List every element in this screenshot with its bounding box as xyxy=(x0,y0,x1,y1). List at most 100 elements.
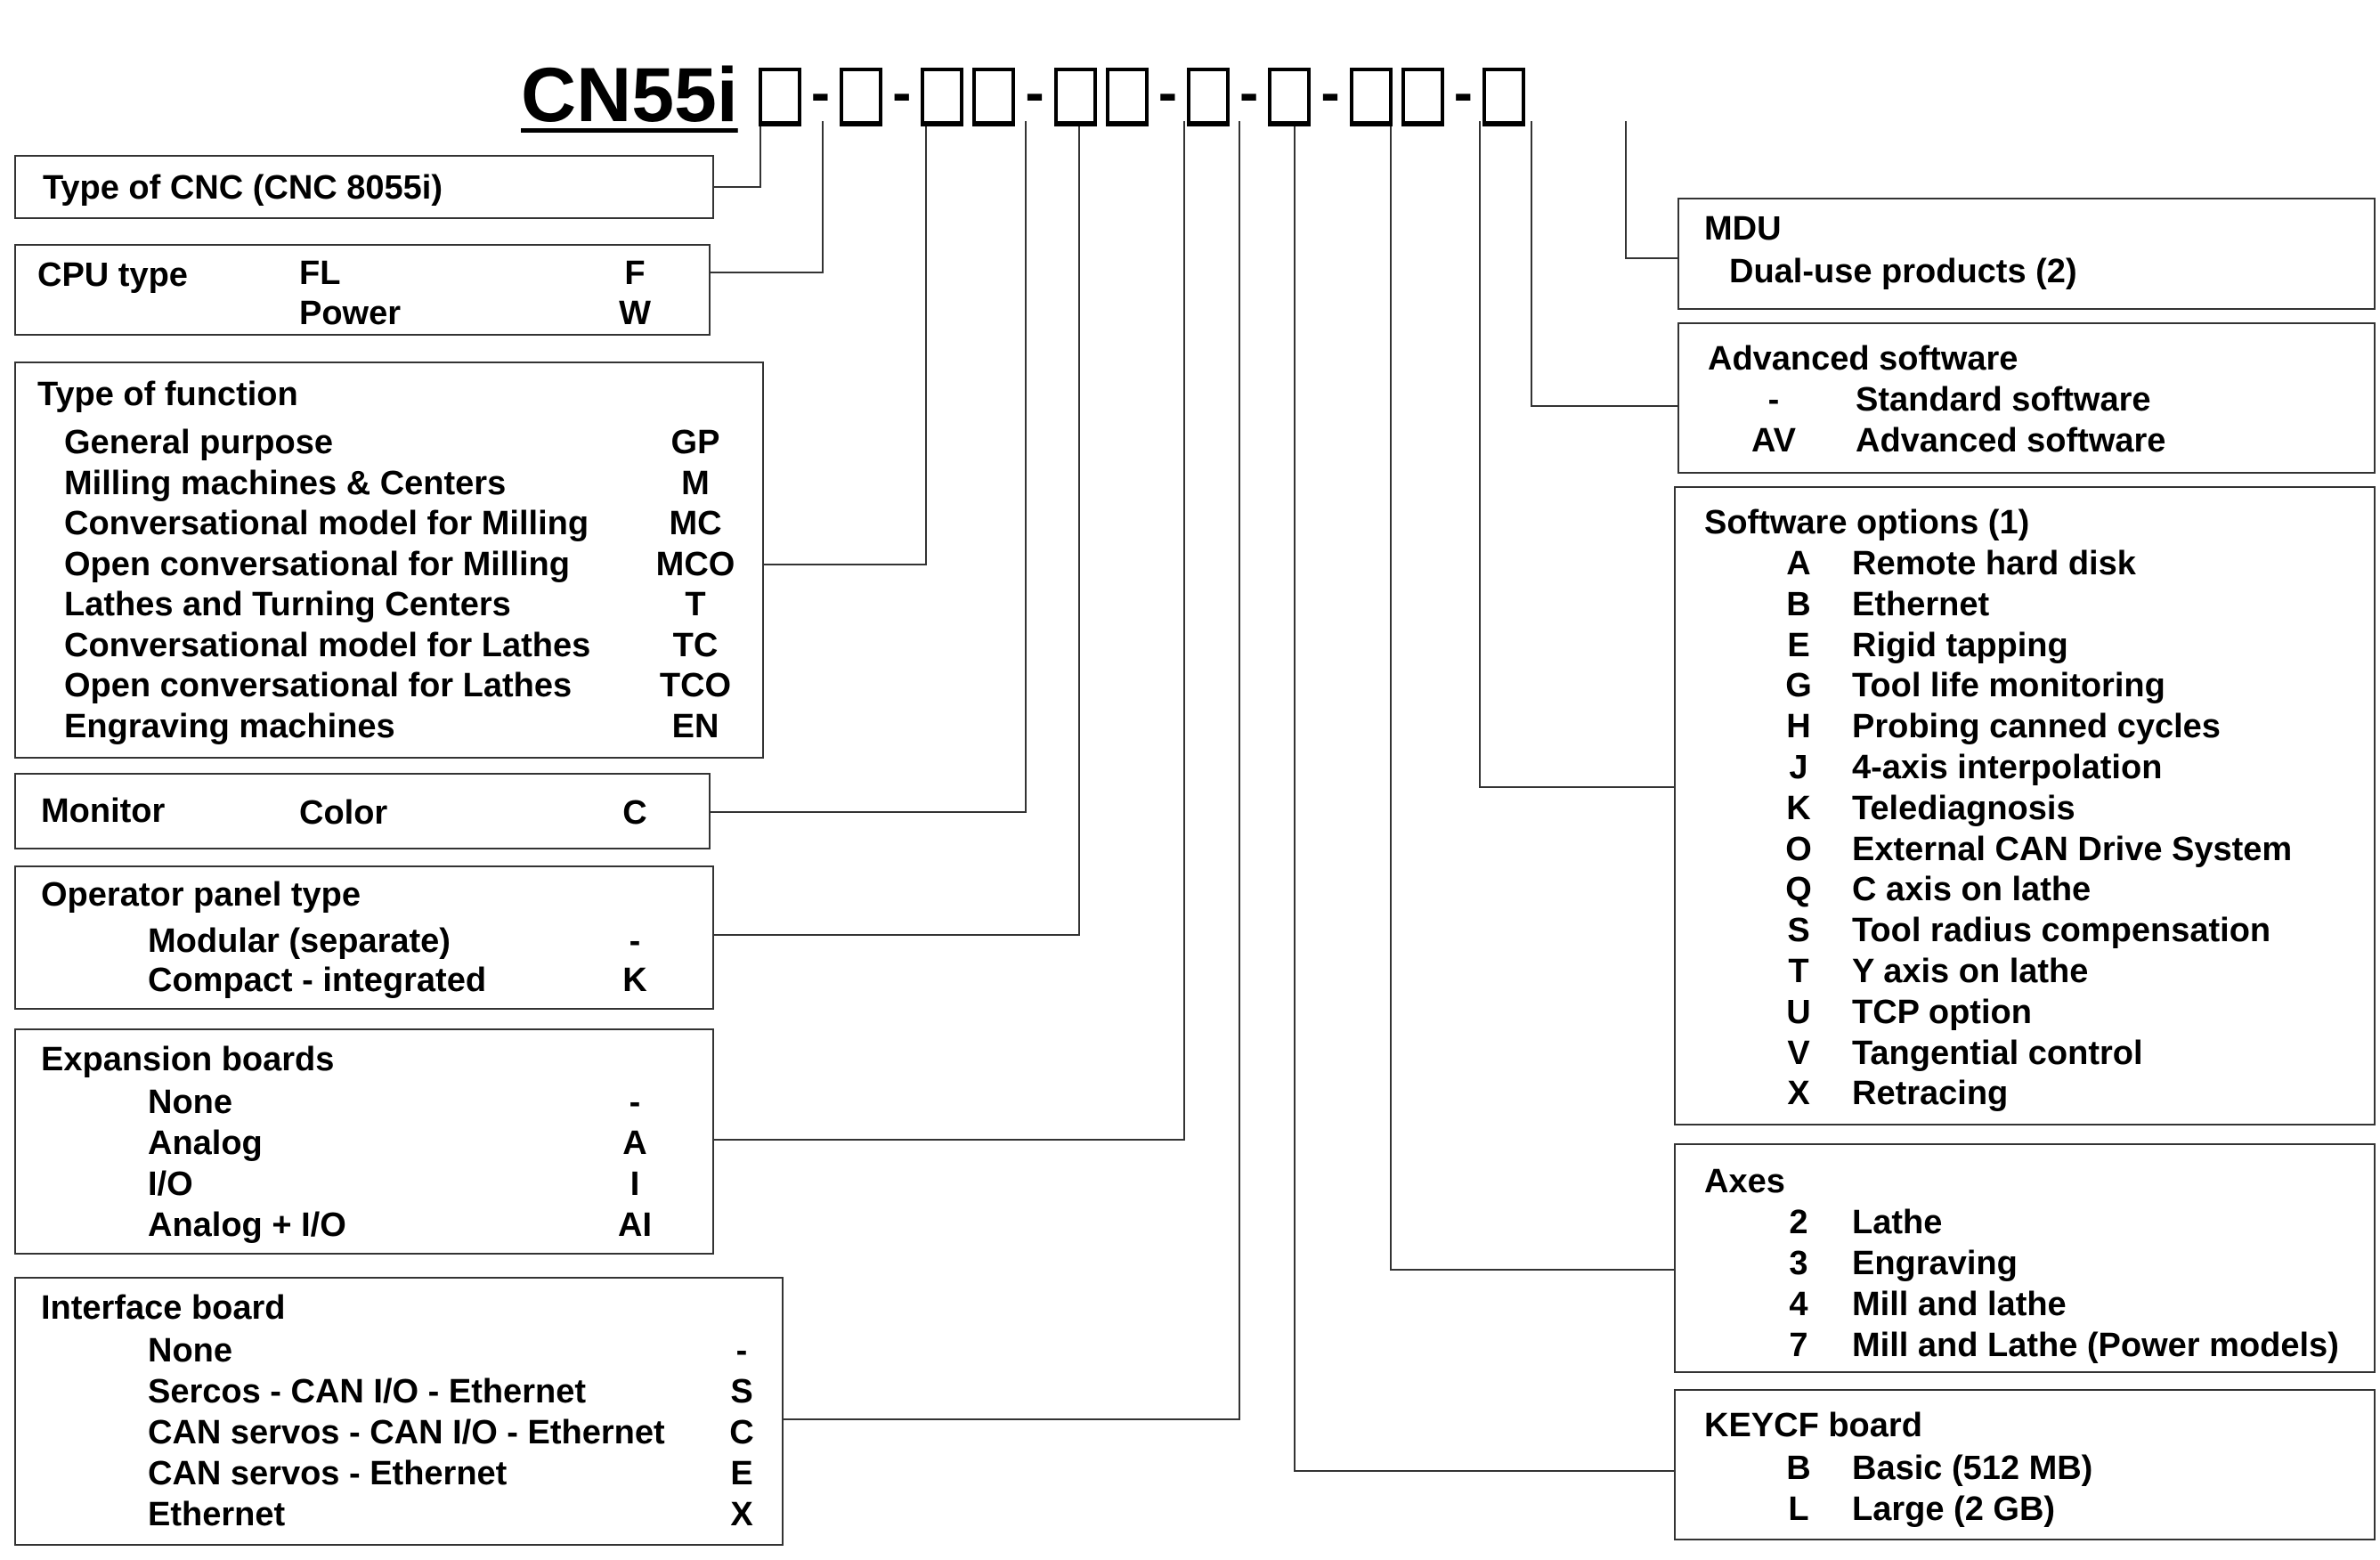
connector-line xyxy=(714,121,761,188)
item-label: Lathe xyxy=(1852,1204,1943,1241)
item-code: F xyxy=(624,255,646,292)
item-code: C xyxy=(622,794,647,832)
code-slot xyxy=(1482,68,1525,126)
item-code: TC xyxy=(672,626,719,664)
box-operator-panel-type: Operator panel type Modular (separate) -… xyxy=(14,865,714,1010)
code-slot xyxy=(840,68,883,126)
box-heading: Advanced software xyxy=(1708,340,2019,378)
item-code: B xyxy=(1786,1450,1811,1487)
item-code: G xyxy=(1785,667,1812,705)
code-slot xyxy=(1105,68,1149,126)
list-item: 2 Lathe xyxy=(1676,1204,2374,1243)
item-label: Milling machines & Centers xyxy=(64,464,507,502)
box-heading: MDU xyxy=(1704,210,1782,248)
box-monitor: Monitor Color C xyxy=(14,773,711,849)
item-code: K xyxy=(622,962,647,999)
code-slot xyxy=(1401,68,1444,126)
code-slot xyxy=(1268,68,1312,126)
item-label: Tool radius compensation xyxy=(1852,912,2271,950)
item-code: S xyxy=(1787,912,1810,950)
list-item: Sercos - CAN I/O - Ethernet S xyxy=(16,1373,782,1412)
item-label: Conversational model for Milling xyxy=(64,505,589,542)
item-code: 2 xyxy=(1789,1204,1808,1241)
item-code: K xyxy=(1786,789,1811,827)
code-slot xyxy=(1053,68,1097,126)
item-label: Conversational model for Lathes xyxy=(64,626,591,664)
item-code: W xyxy=(619,295,651,332)
item-code: L xyxy=(1788,1491,1809,1528)
item-label: Ethernet xyxy=(1852,585,1990,623)
code-separator: - xyxy=(892,61,912,125)
connector-line xyxy=(711,121,824,273)
item-code: 7 xyxy=(1789,1327,1808,1364)
list-item: Color C xyxy=(16,794,709,833)
code-slot xyxy=(758,68,801,126)
code-slot xyxy=(1187,68,1231,126)
box-heading: Type of function xyxy=(37,376,298,413)
code-separator: - xyxy=(1025,61,1044,125)
item-code: E xyxy=(730,1455,753,1492)
item-code: J xyxy=(1789,749,1808,786)
item-label: Engraving machines xyxy=(64,707,395,745)
list-item: B Ethernet xyxy=(1676,586,2374,625)
item-label: Analog xyxy=(148,1125,263,1162)
list-item: Analog A xyxy=(16,1125,712,1164)
box-heading: Monitor xyxy=(41,792,166,830)
connector-line xyxy=(714,121,1185,1141)
list-item: AV Advanced software xyxy=(1679,422,2374,461)
item-label: Tangential control xyxy=(1852,1034,2143,1072)
item-code: TCO xyxy=(659,667,732,704)
box-heading: Interface board xyxy=(41,1289,286,1327)
item-label: Dual-use products (2) xyxy=(1729,253,2077,290)
list-item: Open conversational for Lathes TCO xyxy=(16,667,762,706)
item-code: A xyxy=(622,1125,647,1162)
item-label: Advanced software xyxy=(1856,422,2166,459)
item-label: TCP option xyxy=(1852,993,2032,1031)
item-code: T xyxy=(685,586,706,623)
item-code: B xyxy=(1786,585,1811,623)
list-item: S Tool radius compensation xyxy=(1676,912,2374,951)
item-label: Compact - integrated xyxy=(148,962,487,999)
item-code: X xyxy=(1787,1075,1810,1113)
item-label: 4-axis interpolation xyxy=(1852,749,2163,786)
code-separator: - xyxy=(810,61,831,125)
item-label: Open conversational for Milling xyxy=(64,545,570,583)
item-code: AI xyxy=(618,1207,652,1244)
item-code: S xyxy=(730,1373,753,1410)
connector-line xyxy=(1390,121,1674,1271)
item-code: - xyxy=(629,922,641,960)
item-code: O xyxy=(1785,830,1812,868)
box-heading: Axes xyxy=(1704,1163,1785,1200)
item-label: Ethernet xyxy=(148,1496,286,1533)
model-name: CN55i xyxy=(521,53,738,138)
item-code: A xyxy=(1786,545,1811,582)
item-label: Remote hard disk xyxy=(1852,545,2136,582)
code-slot xyxy=(1349,68,1393,126)
item-label: Open conversational for Lathes xyxy=(64,667,573,704)
item-label: Sercos - CAN I/O - Ethernet xyxy=(148,1373,586,1410)
item-label: Standard software xyxy=(1856,381,2151,418)
connector-line xyxy=(784,121,1240,1420)
code-separator: - xyxy=(1239,61,1259,125)
code-slot xyxy=(921,68,964,126)
model-code-header: CN55i ------- xyxy=(521,36,1530,134)
item-code: - xyxy=(1767,381,1780,418)
item-code: M xyxy=(681,464,710,502)
box-interface-board: Interface board None-Sercos - CAN I/O - … xyxy=(14,1277,784,1546)
box-heading: CPU type xyxy=(37,256,188,294)
list-item: None- xyxy=(16,1084,712,1123)
item-code: E xyxy=(1787,626,1810,664)
list-item: Power W xyxy=(16,295,709,334)
